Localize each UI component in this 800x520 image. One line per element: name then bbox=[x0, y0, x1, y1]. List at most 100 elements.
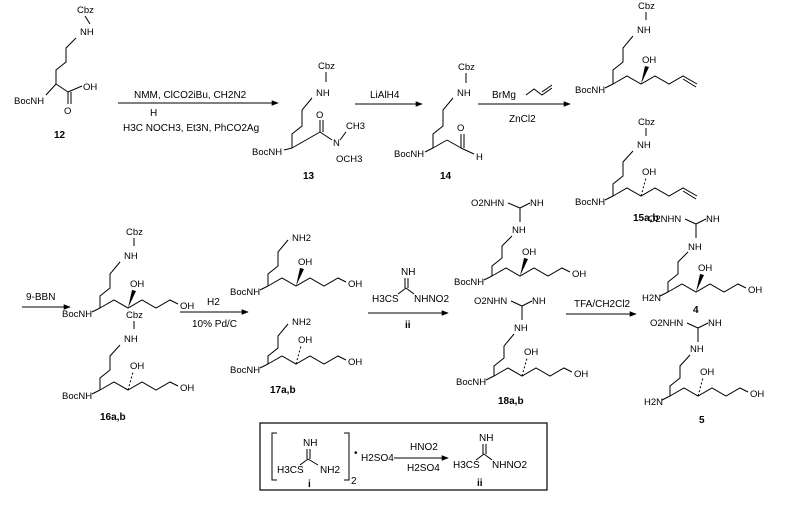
bocnh-label: BocNH bbox=[230, 287, 260, 298]
terminal-oh: OH bbox=[572, 269, 586, 280]
oh-label: OH bbox=[700, 367, 714, 378]
reagent-line-1: NMM, ClCO2iBu, CH2N2 bbox=[134, 90, 247, 101]
reagent-bottom: ZnCl2 bbox=[509, 114, 536, 125]
compound-16b: Cbz NH OH OH BocNH 16a,b bbox=[62, 310, 194, 423]
cbz-label: Cbz bbox=[126, 227, 143, 238]
reaction-arrow-1: NMM, ClCO2iBu, CH2N2 H H3C NOCH3, Et3N, … bbox=[118, 90, 279, 134]
cbz-label: Cbz bbox=[638, 117, 655, 128]
terminal-oh: OH bbox=[750, 389, 764, 400]
compound-15a: Cbz NH OH BocNH bbox=[575, 1, 698, 96]
reaction-arrow-4: 9-BBN bbox=[22, 292, 71, 310]
reagent-nhno2: NHNO2 bbox=[414, 294, 449, 305]
carbonyl-o: O bbox=[64, 106, 71, 117]
compound-4: O2NHN NH NH OH OH H2N 4 bbox=[642, 214, 762, 316]
aldehyde-o: O bbox=[457, 123, 464, 134]
cbz-label: Cbz bbox=[126, 310, 143, 321]
reaction-arrow-3: BrMg ZnCl2 bbox=[478, 84, 571, 125]
compound-17b: NH2 OH OH BocNH 17a,b bbox=[230, 317, 362, 396]
bocnh-label: BocNH bbox=[14, 96, 44, 107]
aldehyde-h: H bbox=[476, 152, 483, 163]
reaction-arrow-6: NH H3CS NHNO2 ii bbox=[368, 267, 449, 331]
terminal-oh: OH bbox=[748, 285, 762, 296]
bocnh-label: BocNH bbox=[575, 197, 605, 208]
nh-label: NH bbox=[637, 140, 651, 151]
reagent-h3cs: H3CS bbox=[372, 294, 399, 305]
bullet: • bbox=[354, 448, 358, 459]
bocnh-label: BocNH bbox=[456, 377, 486, 388]
nitro-guanidine-label: O2NHN bbox=[471, 198, 504, 209]
imine-nh: NH bbox=[532, 296, 546, 307]
ii-label: ii bbox=[477, 478, 483, 489]
terminal-oh: OH bbox=[348, 357, 362, 368]
ii-nh: NH bbox=[479, 433, 493, 444]
nh-label: NH bbox=[512, 225, 526, 236]
nh-label: NH bbox=[124, 334, 138, 345]
bocnh-label: BocNH bbox=[575, 85, 605, 96]
compound-number: 14 bbox=[440, 171, 452, 182]
compound-18b: O2NHN NH NH OH OH BocNH 18a,b bbox=[456, 296, 588, 407]
compound-number: 5 bbox=[699, 415, 705, 426]
reaction-arrow-5: H2 10% Pd/C bbox=[180, 297, 249, 330]
compound-15b: Cbz NH OH BocNH 15a,b bbox=[575, 117, 698, 224]
reagent: LiAlH4 bbox=[370, 90, 400, 101]
compound-13: Cbz NH O N CH3 OCH3 BocNH 13 bbox=[252, 61, 365, 182]
i-nh: NH bbox=[303, 438, 317, 449]
bocnh-label: BocNH bbox=[454, 277, 484, 288]
bocnh-label: BocNH bbox=[62, 309, 92, 320]
oh-label: OH bbox=[642, 167, 656, 178]
reagent-bottom: 10% Pd/C bbox=[192, 319, 237, 330]
terminal-oh: OH bbox=[574, 369, 588, 380]
nh-label: NH bbox=[690, 344, 704, 355]
nh-label: NH bbox=[124, 251, 138, 262]
compound-12: Cbz NH O OH BocNH 12 bbox=[14, 5, 97, 141]
i-h3cs: H3CS bbox=[277, 465, 304, 476]
oh-label: OH bbox=[298, 335, 312, 346]
imine-nh: NH bbox=[530, 198, 544, 209]
reagent-preparation-box: NH H3CS NH2 2 i • H2SO4 HNO2 H2SO4 NH H3… bbox=[259, 422, 548, 491]
compound-number: 13 bbox=[303, 171, 315, 182]
bocnh-label: BocNH bbox=[394, 149, 424, 160]
imine-nh: NH bbox=[708, 318, 722, 329]
cbz-label: Cbz bbox=[458, 62, 475, 73]
nh-label: NH bbox=[688, 242, 702, 253]
carbonyl-o: O bbox=[316, 110, 323, 121]
reagent: 9-BBN bbox=[26, 292, 55, 303]
reaction-arrow-2: LiAlH4 bbox=[355, 90, 423, 107]
compound-number: 12 bbox=[54, 130, 66, 141]
imine-nh: NH bbox=[706, 214, 720, 225]
terminal-oh: OH bbox=[180, 383, 194, 394]
bocnh-label: BocNH bbox=[252, 147, 282, 158]
compound-18a: O2NHN NH NH OH OH BocNH bbox=[454, 198, 586, 288]
nh2-label: NH2 bbox=[292, 317, 311, 328]
reaction-arrow-7: TFA/CH2Cl2 bbox=[566, 299, 637, 317]
cbz-label: Cbz bbox=[318, 61, 335, 72]
compound-14: Cbz NH O H BocNH 14 bbox=[394, 62, 483, 182]
i-subscript: 2 bbox=[351, 476, 357, 487]
reagent-label: ii bbox=[405, 320, 411, 331]
compound-16a: Cbz NH OH OH BocNH bbox=[62, 227, 194, 320]
n-methyl: CH3 bbox=[346, 121, 365, 132]
amide-n: N bbox=[333, 138, 340, 149]
compound-number: 18a,b bbox=[498, 396, 524, 407]
compound-number: 16a,b bbox=[100, 412, 126, 423]
oh-label: OH bbox=[83, 82, 97, 93]
h2n-label: H2N bbox=[642, 293, 661, 304]
nh2-label: NH2 bbox=[292, 233, 311, 244]
nh-label: NH bbox=[637, 25, 651, 36]
reagent: TFA/CH2Cl2 bbox=[574, 299, 631, 310]
compound-number: 17a,b bbox=[270, 385, 296, 396]
reagent-line-2: H3C NOCH3, Et3N, PhCO2Ag bbox=[123, 123, 259, 134]
h2so4-salt: H2SO4 bbox=[361, 453, 394, 464]
h2n-label: H2N bbox=[644, 397, 663, 408]
n-methoxy: OCH3 bbox=[336, 154, 362, 165]
arrow-top-reagent: HNO2 bbox=[410, 442, 438, 453]
compound-17a: NH2 OH OH BocNH bbox=[230, 233, 362, 298]
oh-label: OH bbox=[524, 347, 538, 358]
oh-label: OH bbox=[522, 247, 536, 258]
oh-label: OH bbox=[130, 279, 144, 290]
reagent-h: H bbox=[150, 108, 157, 119]
compound-number: 15a,b bbox=[633, 213, 659, 224]
nitro-guanidine-label: O2NHN bbox=[474, 296, 507, 307]
ii-h3cs: H3CS bbox=[453, 460, 480, 471]
